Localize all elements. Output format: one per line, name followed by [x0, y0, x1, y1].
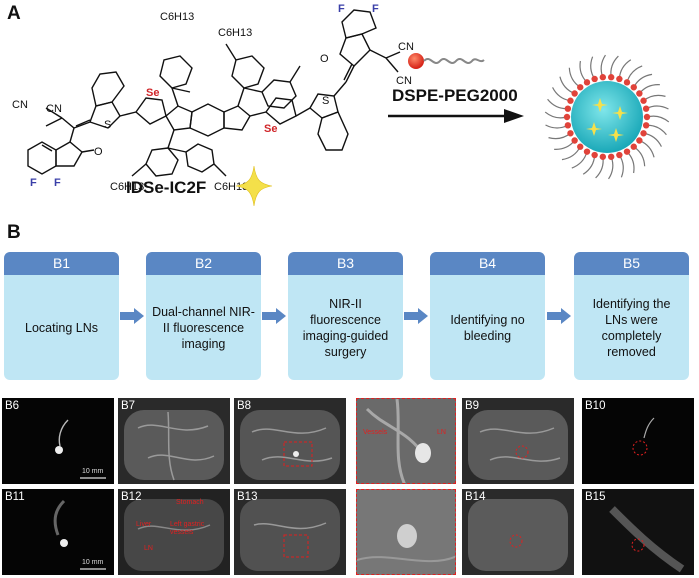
step-b2-id: B2	[146, 252, 261, 275]
step-b2-text: Dual-channel NIR-II fluorescence imaging	[146, 275, 261, 380]
annotation-vessels: Vessels	[363, 429, 388, 436]
step-b1-id: B1	[4, 252, 119, 275]
image-b14-label: B14	[465, 491, 486, 503]
image-b7: B7	[118, 398, 230, 484]
c6h13-label-4: C6H13	[214, 181, 248, 193]
panel-b-label: B	[7, 222, 21, 243]
flow-arrow-2	[262, 308, 286, 324]
s-label-2: S	[322, 95, 329, 107]
image-b11-label: B11	[5, 491, 25, 503]
image-b15: B15	[582, 489, 694, 575]
reagent-label: DSPE-PEG2000	[392, 86, 518, 105]
molecule-structure: CN CN O F F S Se Se S C6H13 C6H13 C6H13 …	[12, 3, 414, 193]
step-b4: B4 Identifying no bleeding	[430, 252, 545, 380]
o-label-2: O	[320, 53, 329, 65]
image-b12-label: B12	[121, 491, 142, 503]
reaction-arrow	[388, 109, 524, 123]
molecule-name: IDSe-IC2F	[126, 178, 207, 197]
annotation-ln-b12: LN	[144, 545, 153, 552]
step-b3-text: NIR-II fluorescence imaging-guided surge…	[288, 275, 403, 380]
image-b7-label: B7	[121, 400, 136, 412]
step-b1-text: Locating LNs	[4, 275, 119, 380]
image-b6-label: B6	[5, 400, 20, 412]
image-b9: B9	[462, 398, 574, 484]
step-b4-text: Identifying no bleeding	[430, 275, 545, 380]
step-b3: B3 NIR-II fluorescence imaging-guided su…	[288, 252, 403, 380]
annotation-liver: Liver	[136, 521, 152, 528]
image-b12: B12 Stomach Liver Left gastric vessels L…	[118, 489, 230, 575]
f-label-2: F	[54, 177, 61, 189]
f-label-1: F	[30, 177, 37, 189]
c6h13-label-3: C6H13	[110, 181, 144, 193]
sparkle-icon	[235, 165, 273, 207]
cn-label-2: CN	[12, 99, 28, 111]
annotation-ln-b8: LN	[437, 429, 446, 436]
step-b2: B2 Dual-channel NIR-II fluorescence imag…	[146, 252, 261, 380]
image-b8: B8	[234, 398, 346, 484]
panel-a-label: A	[7, 3, 21, 24]
se-label-2: Se	[264, 123, 277, 135]
nanoparticle-icon	[544, 54, 670, 180]
image-b6: B6 10 mm	[2, 398, 114, 484]
o-label-1: O	[94, 146, 103, 158]
image-b10-label: B10	[585, 400, 606, 412]
cn-label-4: CN	[396, 75, 412, 87]
image-b13-label: B13	[237, 491, 258, 503]
image-b9-label: B9	[465, 400, 480, 412]
image-b11: B11 10 mm	[2, 489, 114, 575]
se-label-1: Se	[146, 87, 159, 99]
step-b5-text: Identifying the LNs were completely remo…	[574, 275, 689, 380]
scale-bar-b11: 10 mm	[82, 559, 104, 566]
step-b1: B1 Locating LNs	[4, 252, 119, 380]
lipid-molecule-icon	[408, 53, 485, 69]
image-b15-label: B15	[585, 491, 606, 503]
f-label-3: F	[338, 3, 345, 15]
image-b8-label: B8	[237, 400, 252, 412]
annotation-stomach: Stomach	[176, 499, 204, 506]
c6h13-label-1: C6H13	[160, 11, 194, 23]
flow-arrow-3	[404, 308, 428, 324]
cn-label-3: CN	[398, 41, 414, 53]
image-b13-zoom	[356, 489, 456, 575]
image-b13: B13	[234, 489, 346, 575]
step-b3-id: B3	[288, 252, 403, 275]
c6h13-label-2: C6H13	[218, 27, 252, 39]
step-b4-id: B4	[430, 252, 545, 275]
flow-arrow-4	[547, 308, 571, 324]
scale-bar-b6: 10 mm	[82, 468, 104, 475]
annotation-left-gastric-vessels: Left gastric vessels	[170, 521, 205, 536]
flow-arrow-1	[120, 308, 144, 324]
cn-label-1: CN	[46, 103, 62, 115]
image-b8-zoom: Vessels LN	[356, 398, 456, 484]
s-label-1: S	[104, 119, 111, 131]
f-label-4: F	[372, 3, 379, 15]
image-b10: B10	[582, 398, 694, 484]
step-b5-id: B5	[574, 252, 689, 275]
image-b14: B14	[462, 489, 574, 575]
step-b5: B5 Identifying the LNs were completely r…	[574, 252, 689, 380]
